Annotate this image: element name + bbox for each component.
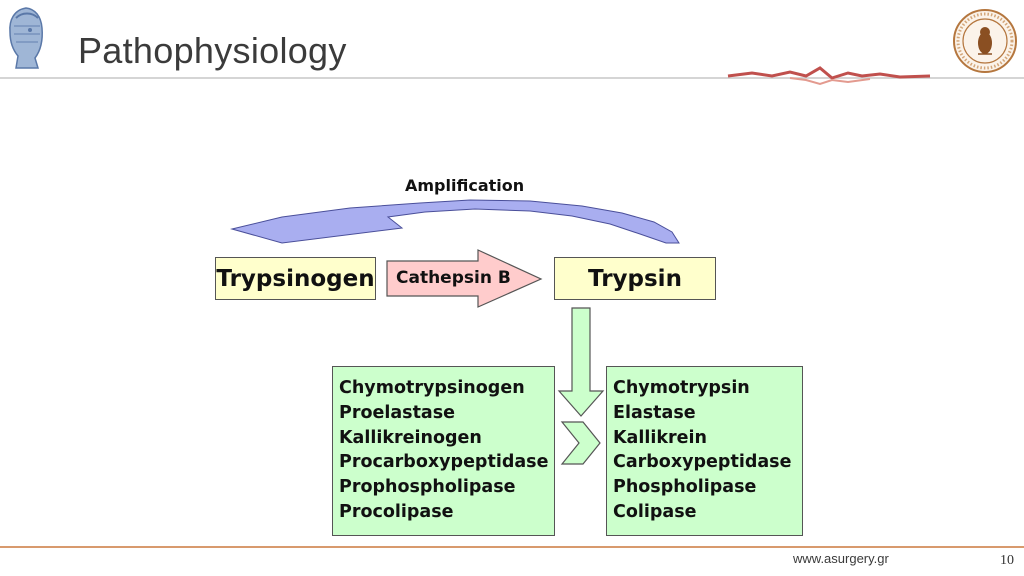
list-item: Carboxypeptidase [613, 452, 792, 473]
active-enzyme-list-box: Chymotrypsin Elastase Kallikrein Carboxy… [606, 366, 803, 536]
list-item: Kallikreinogen [339, 427, 482, 448]
cathepsin-b-label: Cathepsin B [396, 268, 511, 288]
list-item: Chymotrypsinogen [339, 378, 525, 398]
list-item: Chymotrypsin [613, 378, 750, 398]
footer-website: www.asurgery.gr [793, 551, 889, 566]
list-item: Prophospholipase [339, 477, 516, 498]
trypsin-box: Trypsin [554, 257, 716, 300]
amplification-label: Amplification [405, 176, 525, 195]
zymogen-list-box: Chymotrypsinogen Proelastase Kallikreino… [332, 366, 555, 536]
cathepsin-arrow [386, 249, 543, 308]
header-divider [0, 66, 1024, 86]
list-item: Procolipase [339, 501, 454, 522]
list-item: Kallikrein [613, 427, 707, 448]
list-item: Phospholipase [613, 477, 757, 498]
trypsinogen-box: Trypsinogen [215, 257, 376, 300]
university-crest-icon [9, 7, 43, 69]
chevron-arrow [560, 421, 601, 465]
down-arrow [557, 307, 605, 417]
list-item: Colipase [613, 501, 697, 522]
list-item: Proelastase [339, 402, 456, 423]
university-seal-icon [953, 9, 1017, 73]
footer-divider [0, 546, 1024, 548]
page-number: 10 [1000, 553, 1014, 568]
list-item: Elastase [613, 402, 696, 423]
page-title: Pathophysiology [78, 30, 347, 71]
amplification-arrow [230, 199, 680, 244]
list-item: Procarboxypeptidase [339, 452, 549, 473]
